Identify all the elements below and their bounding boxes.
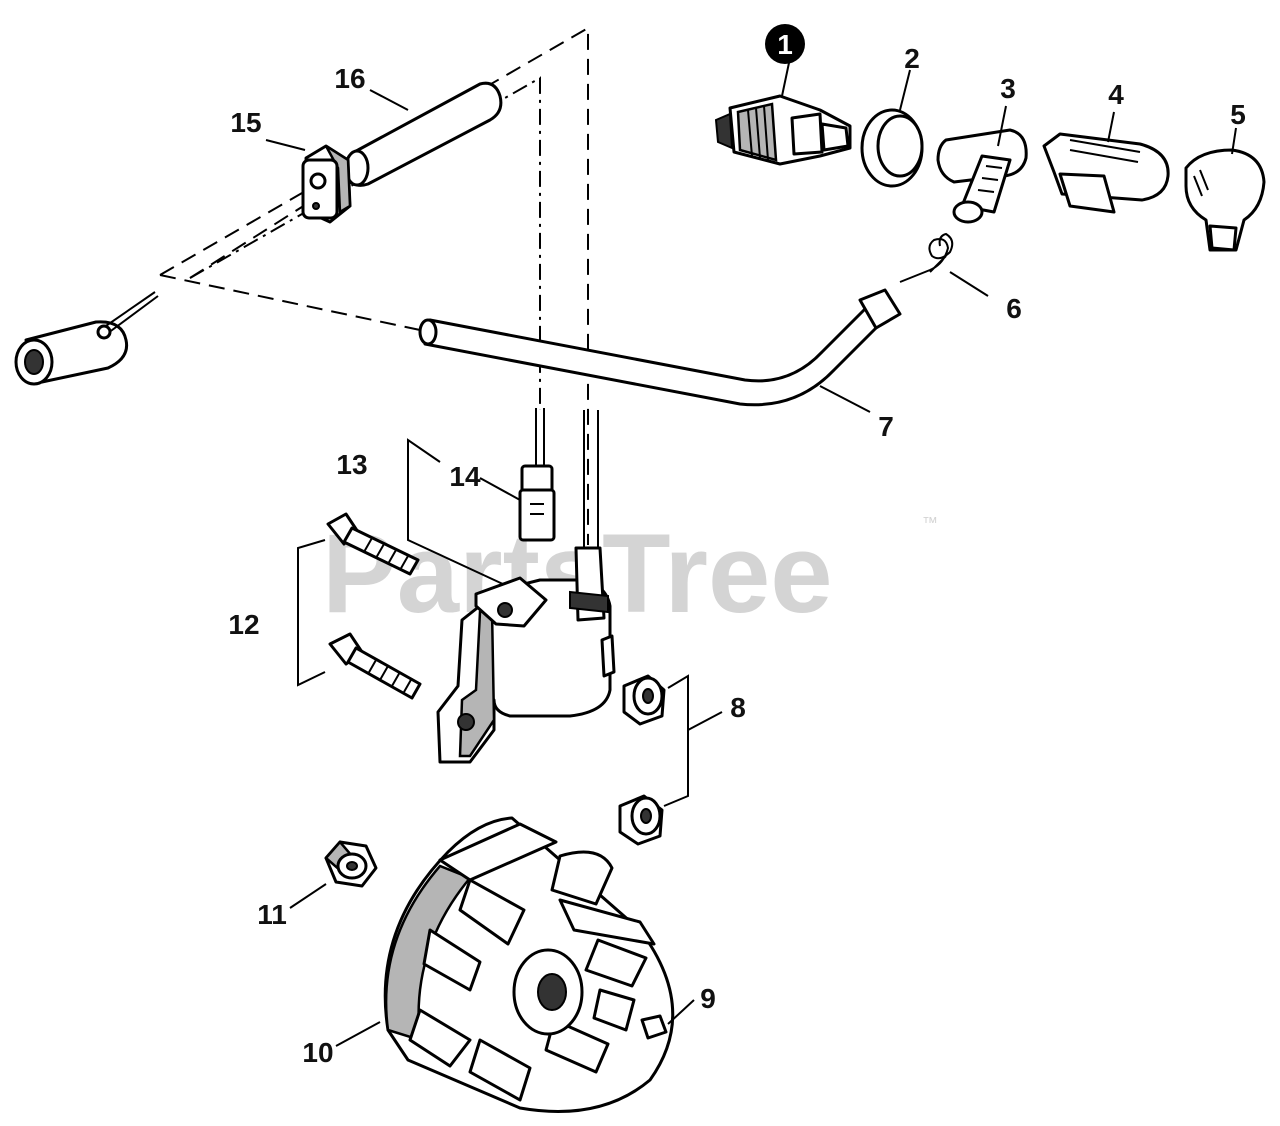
- watermark-trademark: ™: [922, 515, 938, 532]
- callout-3: 3: [1000, 73, 1016, 104]
- part-15-grommet[interactable]: [301, 144, 352, 224]
- callout-10: 10: [302, 1037, 333, 1068]
- part-12-bolt-upper[interactable]: [326, 512, 420, 576]
- part-4-cover[interactable]: [1042, 132, 1170, 214]
- leader-lines: [265, 57, 1237, 1047]
- callout-4: 4: [1108, 79, 1124, 110]
- part-10-flywheel[interactable]: [383, 816, 675, 1113]
- part-13-ignition-coil[interactable]: [436, 410, 616, 764]
- part-16-tube[interactable]: [344, 81, 503, 187]
- part-12-bolt-lower[interactable]: [328, 632, 422, 700]
- callout-5: 5: [1230, 99, 1246, 130]
- part-3-plug-cap[interactable]: [936, 128, 1028, 224]
- callout-16: 16: [334, 63, 365, 94]
- part-1-spark-plug[interactable]: [714, 94, 852, 166]
- part-9-key[interactable]: [640, 1014, 668, 1040]
- part-2-ring[interactable]: [860, 108, 924, 188]
- part-boot-connector[interactable]: [14, 291, 159, 386]
- callout-11: 11: [257, 899, 287, 930]
- part-8-spacer-upper[interactable]: [622, 674, 666, 726]
- callout-bracket-8: [663, 674, 689, 807]
- dash-line-grommet: [189, 204, 306, 279]
- callout-15: 15: [230, 107, 261, 138]
- part-11-nut[interactable]: [324, 840, 378, 888]
- dash-line-lead: [159, 274, 421, 331]
- part-6-spring[interactable]: [899, 232, 954, 283]
- callout-7: 7: [878, 411, 894, 442]
- part-7-lead-wire[interactable]: [418, 288, 902, 407]
- callout-6: 6: [1006, 293, 1022, 324]
- callout-bracket-12: [297, 539, 326, 687]
- callout-14: 14: [449, 461, 481, 492]
- callout-12: 12: [228, 609, 259, 640]
- callouts: 1 2 3 4 5 6 7 8 9 10 11 12 13 14 15 16: [228, 24, 1246, 1068]
- part-14-connector[interactable]: [518, 408, 556, 542]
- part-5-elbow-boot[interactable]: [1184, 148, 1266, 252]
- part-8-spacer-lower[interactable]: [618, 794, 664, 846]
- callout-9: 9: [700, 983, 716, 1014]
- callout-8: 8: [730, 692, 746, 723]
- callout-bracket-13: [407, 438, 506, 586]
- callout-13: 13: [336, 449, 367, 480]
- callout-2: 2: [904, 43, 920, 74]
- callout-1-badge: [765, 24, 805, 64]
- callout-1: 1: [777, 29, 793, 60]
